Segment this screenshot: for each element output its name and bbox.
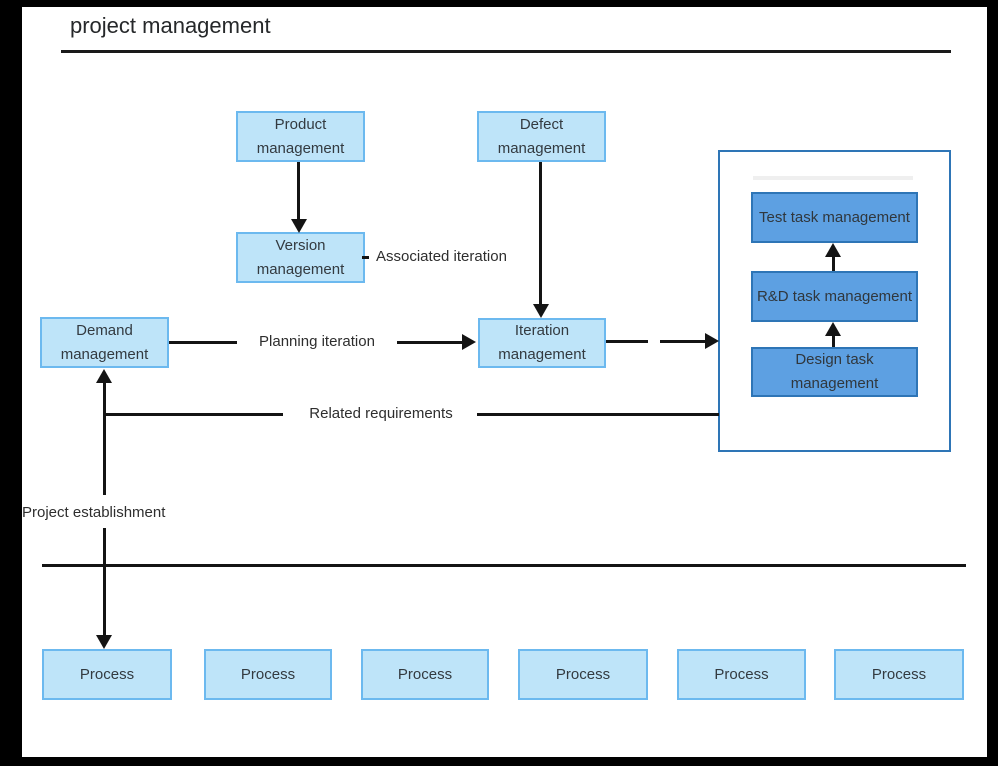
arrow-design-to-rd-line xyxy=(832,336,835,347)
node-process-2-label: Process xyxy=(240,665,296,683)
node-process-5: Process xyxy=(677,649,806,700)
node-process-6: Process xyxy=(834,649,964,700)
node-process-3-label: Process xyxy=(397,665,453,683)
associated-iteration-dash xyxy=(362,256,369,259)
arrow-demand-to-iteration-head xyxy=(462,334,476,350)
node-design-task-management: Design task management xyxy=(751,347,918,397)
page-title: project management xyxy=(70,13,271,38)
node-process-1-label: Process xyxy=(79,665,135,683)
demand-vertical-line-upper xyxy=(103,383,106,495)
node-process-4-label: Process xyxy=(555,665,611,683)
node-version-management-label: Version management xyxy=(256,236,345,278)
node-demand-management: Demand management xyxy=(40,317,169,368)
node-process-4: Process xyxy=(518,649,648,700)
arrow-product-to-version-head xyxy=(291,219,307,233)
arrow-design-to-rd-head xyxy=(825,322,841,336)
container-faint-divider xyxy=(753,176,913,180)
node-process-6-label: Process xyxy=(871,665,927,683)
node-rd-task-management: R&D task management xyxy=(751,271,918,322)
related-requirements-line-left xyxy=(104,413,283,416)
arrow-product-to-version-line xyxy=(297,162,300,219)
node-test-task-management-label: Test task management xyxy=(759,208,910,226)
arrow-iteration-to-tasks-head xyxy=(705,333,719,349)
arrow-iteration-to-tasks-seg1 xyxy=(606,340,648,343)
arrow-iteration-to-tasks-seg2 xyxy=(660,340,705,343)
node-test-task-management: Test task management xyxy=(751,192,918,243)
arrow-into-demand-head xyxy=(96,369,112,383)
node-demand-management-label: Demand management xyxy=(60,321,149,363)
node-process-5-label: Process xyxy=(714,665,769,683)
node-defect-management: Defect management xyxy=(477,111,606,162)
arrow-demand-to-iteration-seg2 xyxy=(397,341,462,344)
arrow-demand-to-iteration-seg1 xyxy=(169,341,237,344)
node-rd-task-management-label: R&D task management xyxy=(756,287,913,305)
node-process-2: Process xyxy=(204,649,332,700)
node-product-management-label: Product management xyxy=(256,115,345,157)
related-requirements-line-right xyxy=(477,413,719,416)
arrow-defect-to-iteration-line xyxy=(539,162,542,305)
node-defect-management-label: Defect management xyxy=(497,115,586,157)
node-product-management: Product management xyxy=(236,111,365,162)
node-version-management: Version management xyxy=(236,232,365,283)
node-iteration-management: Iteration management xyxy=(478,318,606,368)
edge-label-planning-iteration: Planning iteration xyxy=(259,333,375,350)
edge-label-related-requirements: Related requirements xyxy=(309,405,453,422)
edge-label-associated-iteration: Associated iteration xyxy=(376,248,507,265)
node-process-1: Process xyxy=(42,649,172,700)
arrow-rd-to-test-head xyxy=(825,243,841,257)
arrow-rd-to-test-line xyxy=(832,257,835,271)
node-design-task-management-label: Design task management xyxy=(790,351,879,392)
arrow-into-process-head xyxy=(96,635,112,649)
demand-vertical-line-lower xyxy=(103,528,106,638)
node-process-3: Process xyxy=(361,649,489,700)
section-divider-line xyxy=(42,564,966,567)
title-underline xyxy=(61,50,951,53)
arrow-defect-to-iteration-head xyxy=(533,304,549,318)
edge-label-project-establishment: Project establishment xyxy=(22,504,166,521)
node-iteration-management-label: Iteration management xyxy=(498,322,586,363)
